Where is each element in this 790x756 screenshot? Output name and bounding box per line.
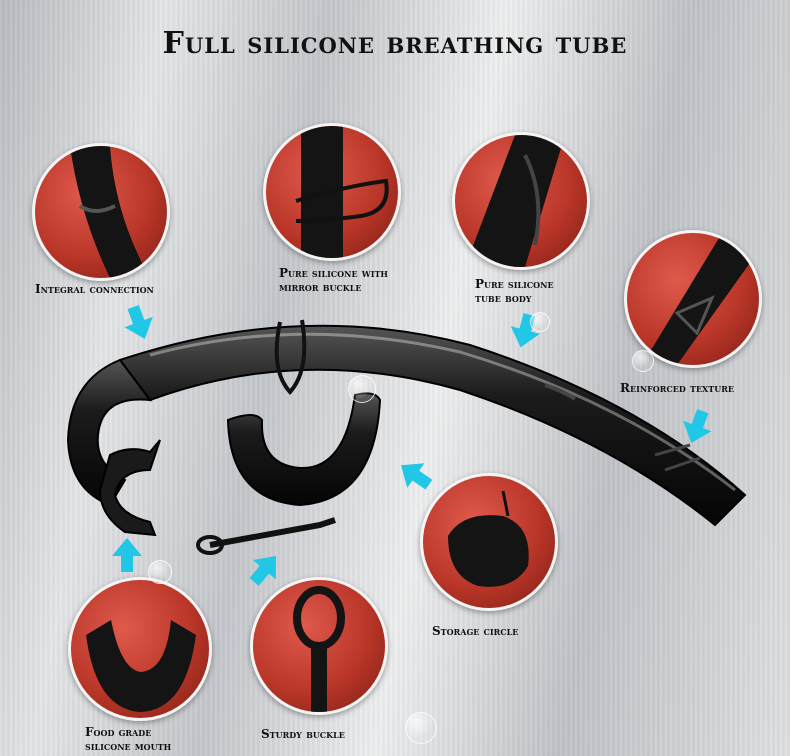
- bubble-decoration: [348, 375, 376, 403]
- bubble-decoration: [632, 350, 654, 372]
- bubble-decoration: [405, 712, 437, 744]
- bubble-decoration: [530, 312, 550, 332]
- food-grade-mouth-detail-circle: [68, 577, 212, 721]
- arrow-icon: [675, 405, 719, 449]
- reinforced-texture-detail-circle: [624, 230, 762, 368]
- arrow-icon: [110, 538, 144, 572]
- arrow-icon: [241, 545, 289, 593]
- mirror-buckle-detail-circle: [263, 123, 401, 261]
- sturdy-buckle-label: Sturdy buckle: [261, 727, 345, 741]
- arrow-icon: [391, 451, 438, 498]
- tube-body-label-line2: tube body: [475, 291, 532, 305]
- integral-connection-label: Integral connection: [35, 282, 154, 296]
- food-grade-label-line1: Food grade: [85, 725, 152, 739]
- storage-circle-label: Storage circle: [432, 624, 519, 638]
- food-grade-label-line2: silicone mouth: [85, 739, 172, 753]
- arrow-icon: [117, 301, 161, 345]
- bubble-decoration: [148, 560, 172, 584]
- tube-body-label-line1: Pure silicone: [475, 277, 554, 291]
- food-grade-label: Food grade silicone mouth: [85, 725, 171, 753]
- integral-connection-detail-circle: [32, 143, 170, 281]
- reinforced-texture-label: Reinforced texture: [620, 381, 734, 395]
- storage-circle-detail-circle: [420, 473, 558, 611]
- mirror-buckle-label: Pure silicone with mirror buckle: [279, 266, 388, 294]
- mirror-buckle-label-line1: Pure silicone with: [279, 266, 388, 280]
- tube-body-detail-circle: [452, 132, 590, 270]
- tube-body-label: Pure silicone tube body: [475, 277, 554, 305]
- page-title: Full silicone breathing tube: [162, 26, 628, 61]
- sturdy-buckle-detail-circle: [250, 577, 388, 715]
- mirror-buckle-label-line2: mirror buckle: [279, 280, 362, 294]
